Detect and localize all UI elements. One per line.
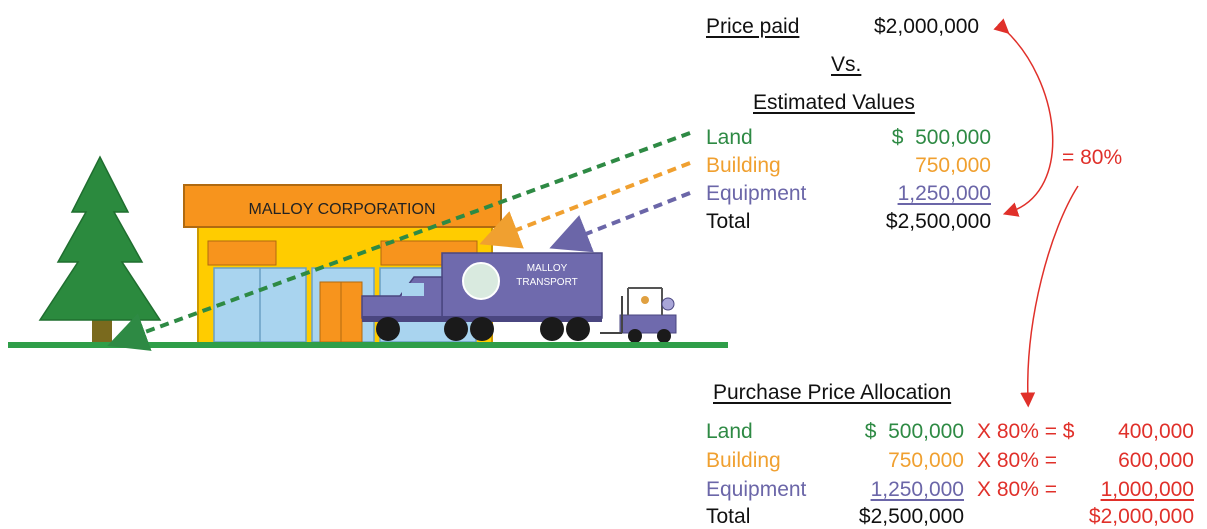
allocation-total-result: $2,000,000 [1088, 505, 1194, 528]
estimated-equipment-value: 1,250,000 [820, 182, 991, 206]
allocation-total-value: $2,500,000 [858, 505, 964, 528]
allocation-land-value: $ 500,000 [864, 420, 964, 443]
allocation-equipment-value: 1,250,000 [820, 478, 964, 502]
allocation-land-result: 400,000 [1118, 420, 1194, 443]
estimated-total-value: $2,500,000 [885, 210, 991, 233]
price-paid-label: Price paid [706, 15, 800, 38]
allocation-equipment-label: Equipment [706, 478, 807, 501]
allocation-equipment-value-text: 1,250,000 [870, 478, 964, 501]
estimated-values-title: Estimated Values [753, 91, 915, 114]
estimated-building-label: Building [706, 154, 781, 177]
truck-text-line1: MALLOY [527, 263, 568, 274]
allocation-building-value: 750,000 [888, 449, 964, 472]
estimated-building-value: 750,000 [915, 154, 991, 177]
allocation-equipment-result: 1,000,000 [1073, 478, 1194, 502]
allocation-building-result: 600,000 [1118, 449, 1194, 472]
allocation-equipment-op: X 80% = [977, 478, 1057, 501]
land-arrow [107, 131, 691, 351]
tree [38, 155, 162, 344]
ratio-label: = 80% [1062, 146, 1123, 169]
estimated-equipment-value-text: 1,250,000 [897, 182, 991, 205]
estimated-total-label: Total [706, 210, 751, 233]
estimated-land-label: Land [706, 126, 753, 149]
allocation-land-label: Land [706, 420, 753, 443]
allocation-curve [1020, 185, 1079, 408]
estimated-land-value: $ 500,000 [891, 126, 991, 149]
truck-text-line2: TRANSPORT [516, 277, 578, 288]
ratio-curve [993, 18, 1054, 217]
allocation-land-op: X 80% = $ [977, 420, 1075, 443]
ground-line [8, 342, 728, 348]
forklift [600, 287, 677, 343]
allocation-building-label: Building [706, 449, 781, 472]
versus-label: Vs. [831, 53, 862, 76]
allocation-title: Purchase Price Allocation [713, 381, 952, 404]
building-arrow [479, 161, 691, 249]
truck-logo-icon [462, 262, 500, 300]
estimated-equipment-label: Equipment [706, 182, 807, 205]
allocation-building-op: X 80% = [977, 449, 1057, 472]
price-paid-value: $2,000,000 [874, 15, 980, 38]
equipment-arrow [549, 191, 691, 253]
building-sign-text: MALLOY CORPORATION [249, 201, 436, 218]
allocation-total-label: Total [706, 505, 751, 528]
allocation-equipment-result-text: 1,000,000 [1100, 478, 1194, 501]
malloy-transport-truck: MALLOY TRANSPORT [361, 252, 603, 341]
